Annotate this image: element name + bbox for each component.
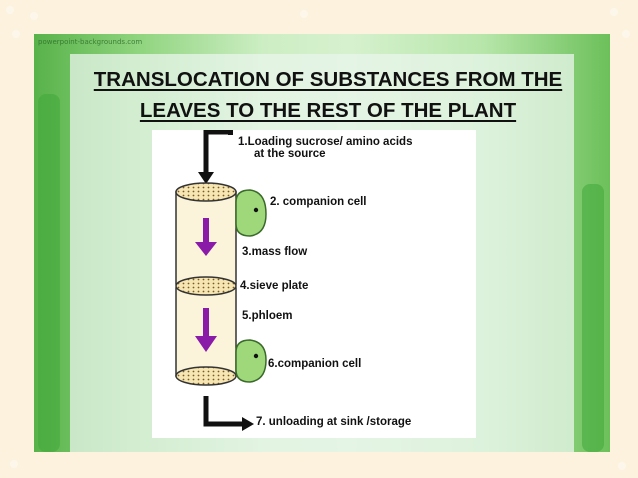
- label-loading-line-2: at the source: [254, 148, 326, 160]
- title-line-2: LEAVES TO THE REST OF THE PLANT: [139, 99, 517, 122]
- label-loading-line-1: 1.Loading sucrose/ amino acids: [238, 136, 413, 148]
- companion-cell-upper: [235, 189, 267, 237]
- bamboo-stem-left: [38, 94, 60, 452]
- sieve-plate-top: [175, 182, 237, 202]
- companion-cell-lower: [235, 339, 267, 383]
- label-phloem: 5.phloem: [242, 310, 293, 322]
- label-companion-cell-2: 2. companion cell: [270, 196, 367, 208]
- watermark: powerpoint-backgrounds.com: [38, 38, 143, 46]
- bamboo-stem-right: [582, 184, 604, 452]
- sieve-plate-bottom: [175, 366, 237, 386]
- slide-title: TRANSLOCATION OF SUBSTANCES FROM THE LEA…: [58, 64, 598, 126]
- label-companion-cell-6: 6.companion cell: [268, 358, 362, 370]
- label-sieve-plate: 4.sieve plate: [240, 280, 309, 292]
- mass-flow-arrow-upper-head: [195, 242, 217, 256]
- sieve-plate-middle: [175, 276, 237, 296]
- unloading-arrow-head: [242, 417, 254, 431]
- mass-flow-arrow-lower-head: [195, 336, 217, 352]
- label-loading: 1.Loading sucrose/ amino acids at the so…: [238, 136, 412, 160]
- phloem-diagram: 1.Loading sucrose/ amino acids at the so…: [152, 130, 476, 438]
- companion-nucleus-lower: [253, 353, 259, 359]
- phloem-illustration: [175, 130, 267, 431]
- label-mass-flow: 3.mass flow: [242, 246, 308, 258]
- title-line-1: TRANSLOCATION OF SUBSTANCES FROM THE: [93, 68, 563, 91]
- mass-flow-arrow-upper: [203, 218, 209, 246]
- mass-flow-arrow-lower: [203, 308, 209, 340]
- unloading-arrow: [203, 396, 244, 427]
- label-unloading: 7. unloading at sink /storage: [256, 416, 412, 428]
- loading-arrow: [203, 130, 228, 176]
- slide: powerpoint-backgrounds.com TRANSLOCATION…: [34, 34, 610, 452]
- loading-arrow-head: [198, 172, 214, 184]
- companion-nucleus-upper: [253, 207, 259, 213]
